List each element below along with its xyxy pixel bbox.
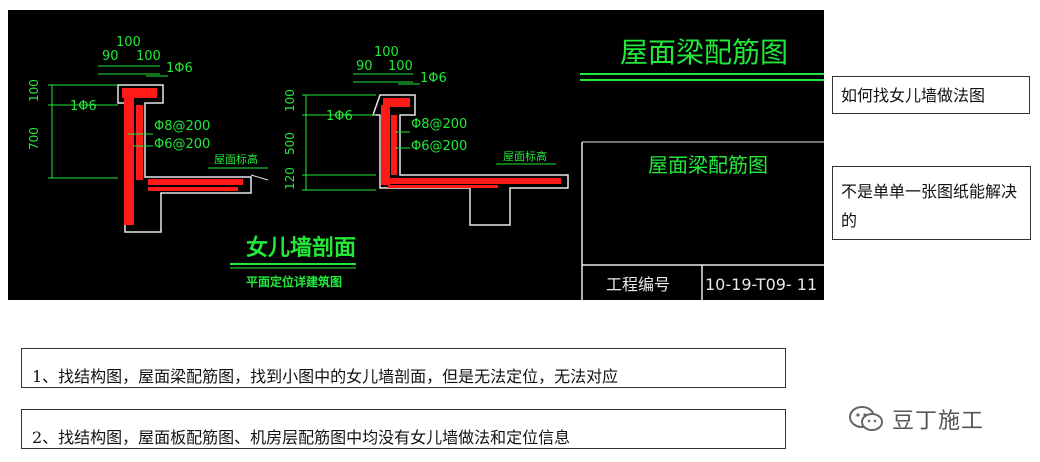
note-not-single-drawing: 不是单单一张图纸能解决的	[832, 166, 1031, 240]
right-dim-v2: 500	[283, 132, 297, 155]
section-title: 女儿墙剖面	[246, 235, 356, 261]
wechat-icon	[849, 406, 883, 431]
cad-drawing-svg: 100 90 100 1Φ6 1Φ6 Φ8@200 Φ6@200 屋面标高 10…	[27, 35, 824, 300]
project-label: 工程编号	[606, 275, 670, 294]
section-subtitle: 平面定位详建筑图	[246, 274, 342, 289]
left-dim-v1: 100	[27, 79, 41, 102]
right-level-label: 屋面标高	[503, 149, 547, 163]
step-2-text: 2、找结构图，屋面板配筋图、机房层配筋图中均没有女儿墙做法和定位信息	[32, 428, 571, 447]
left-dim-v2: 700	[27, 127, 41, 150]
right-rebar-left: 1Φ6	[326, 109, 353, 124]
project-number: 10-19-T09- 11	[705, 275, 817, 294]
left-dim-top: 100	[116, 35, 141, 50]
right-rebar-top: 1Φ6	[420, 71, 447, 86]
right-dim-v3: 120	[283, 167, 297, 190]
left-dim-left: 90	[102, 49, 119, 64]
step-1-text: 1、找结构图，屋面梁配筋图，找到小图中的女儿墙剖面，但是无法定位，无法对应	[32, 367, 619, 386]
left-dim-right: 100	[136, 49, 161, 64]
left-rebar-2: Φ6@200	[154, 137, 210, 152]
right-parapet-detail	[302, 73, 569, 226]
sheet-title: 屋面梁配筋图	[620, 36, 788, 69]
note-how-to-find: 如何找女儿墙做法图	[832, 76, 1030, 114]
cad-drawing: 100 90 100 1Φ6 1Φ6 Φ8@200 Φ6@200 屋面标高 10…	[8, 10, 824, 300]
left-parapet-detail	[48, 65, 269, 233]
right-rebar-1: Φ8@200	[411, 117, 467, 132]
right-dim-v1: 100	[283, 89, 297, 112]
brand-name: 豆丁施工	[892, 409, 985, 434]
brand-logo: 豆丁施工	[848, 404, 1028, 434]
step-2-box: 2、找结构图，屋面板配筋图、机房层配筋图中均没有女儿墙做法和定位信息	[21, 409, 786, 449]
left-level-label: 屋面标高	[214, 152, 258, 166]
step-1-box: 1、找结构图，屋面梁配筋图，找到小图中的女儿墙剖面，但是无法定位，无法对应	[21, 348, 786, 388]
left-rebar-1: Φ8@200	[154, 119, 210, 134]
right-dim-top: 100	[374, 45, 399, 60]
left-rebar-left: 1Φ6	[70, 99, 97, 114]
left-rebar-top: 1Φ6	[166, 61, 193, 76]
sheet-title-small: 屋面梁配筋图	[648, 153, 768, 177]
right-dim-right: 100	[388, 59, 413, 74]
right-rebar-2: Φ6@200	[411, 139, 467, 154]
right-dim-left: 90	[356, 59, 373, 74]
